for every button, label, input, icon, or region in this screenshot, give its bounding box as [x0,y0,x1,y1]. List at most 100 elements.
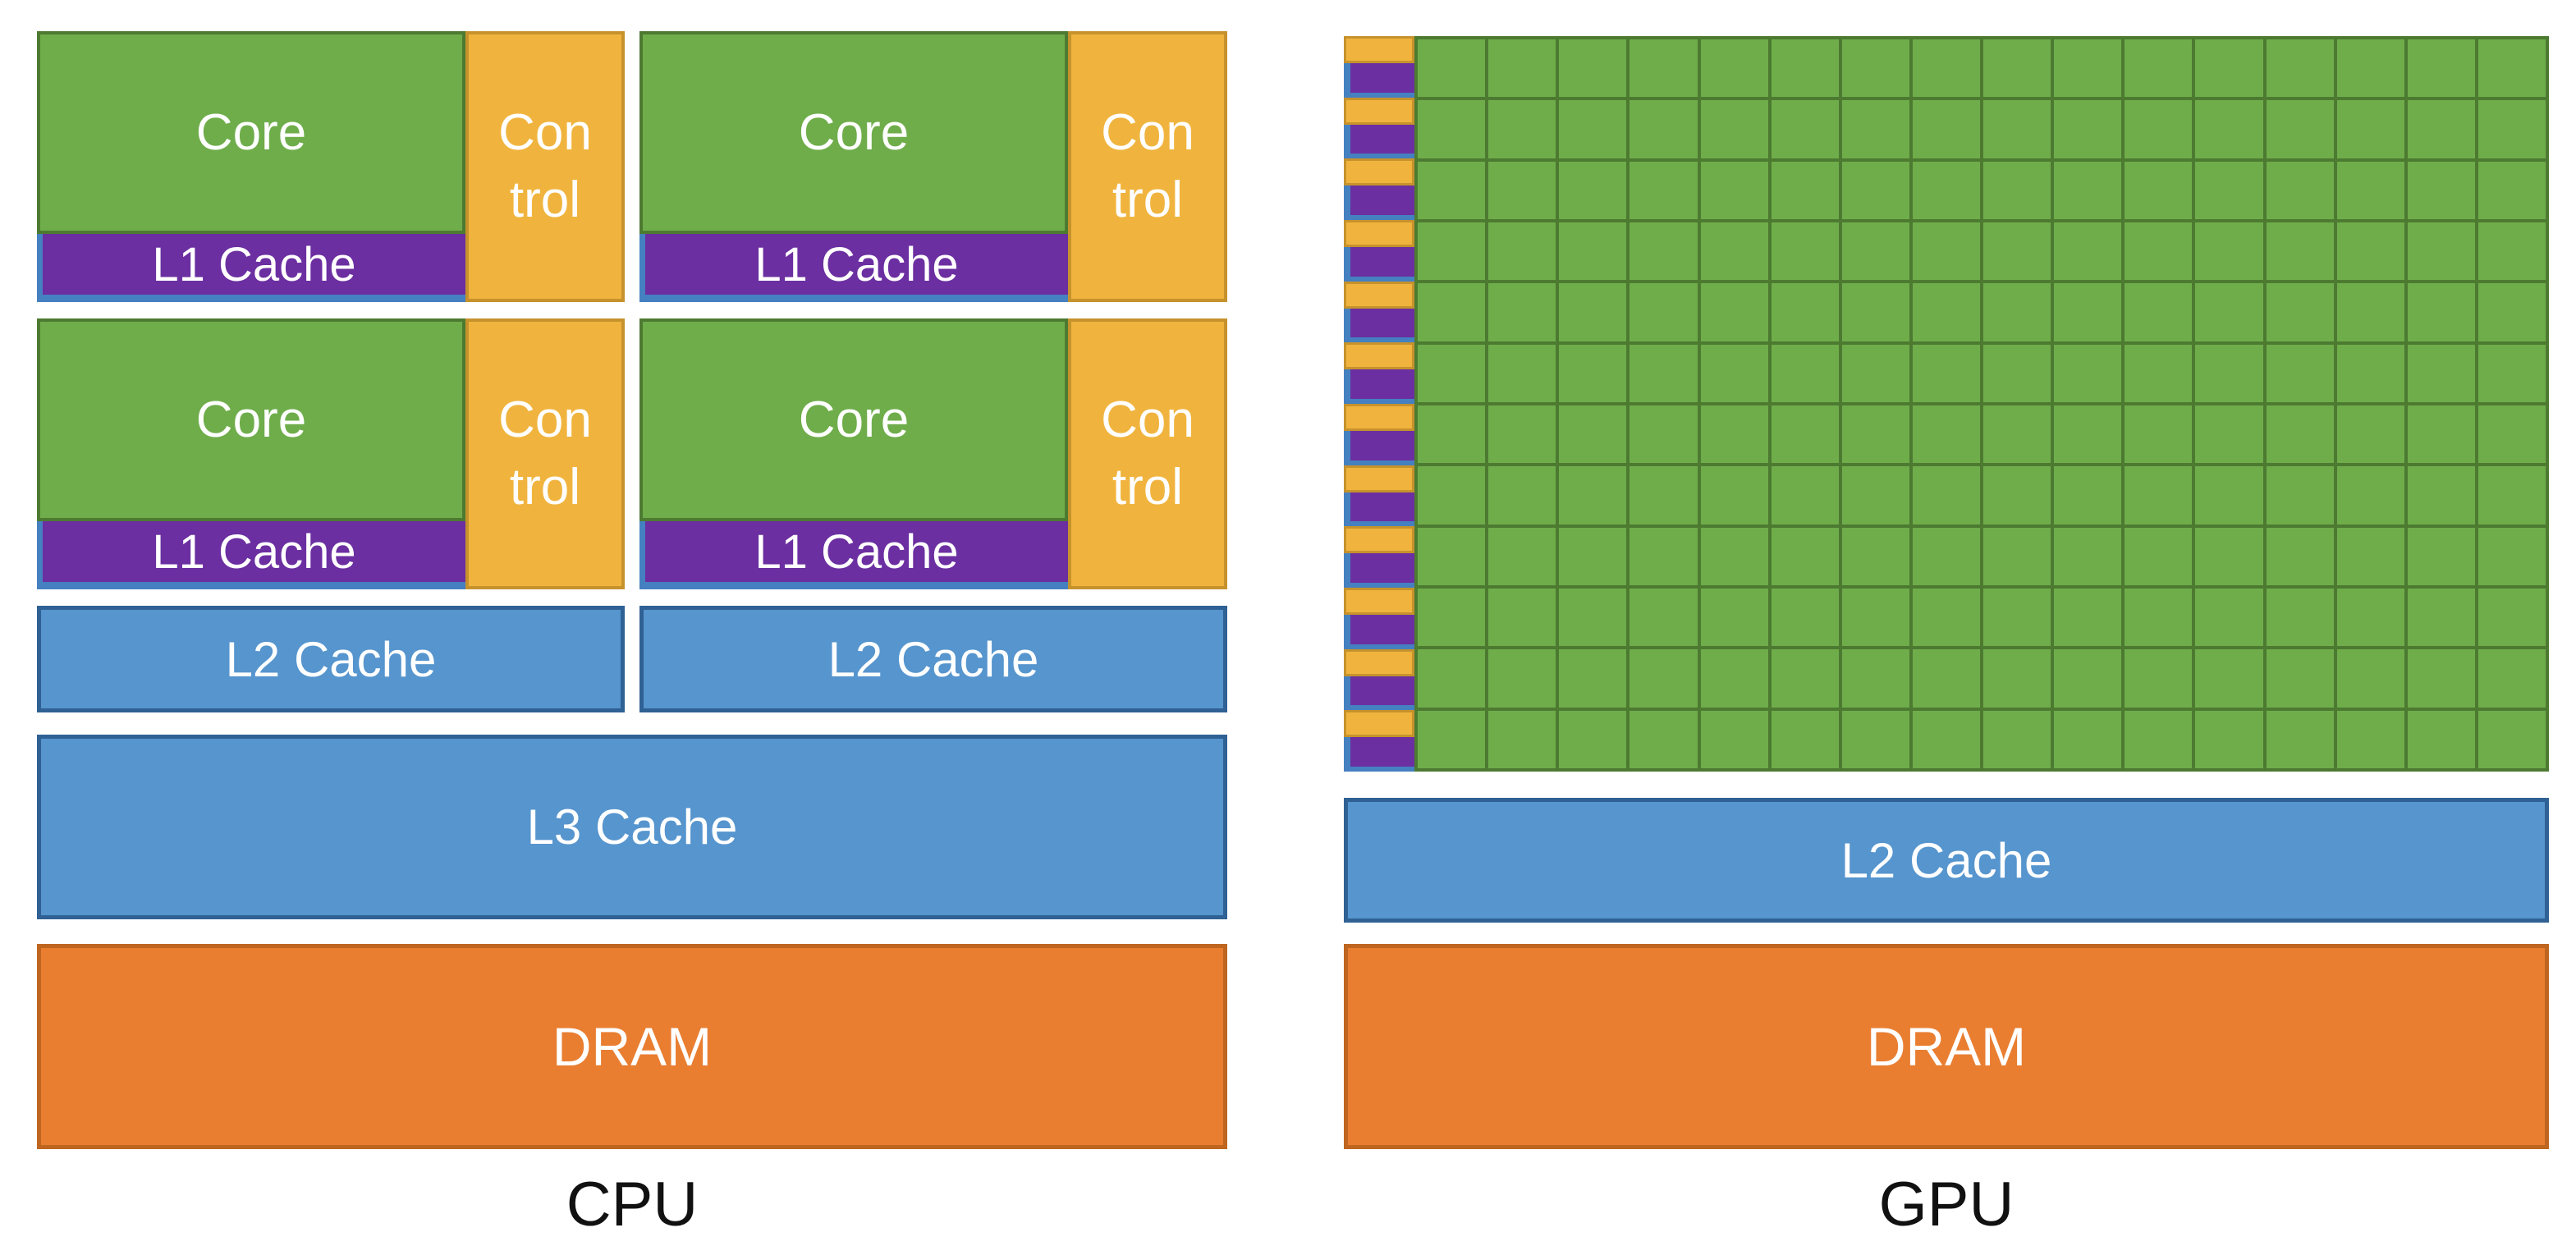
control-label-line1: Con [1101,392,1194,449]
gpu-cache-backing [1344,124,1414,159]
gpu-alu-cell [2407,649,2475,708]
cpu-l2-cache-label: L2 Cache [827,631,1039,687]
gpu-alu-cell [1700,649,1768,708]
gpu-alu-cell [2477,710,2546,768]
gpu-alu-cell [2266,405,2334,464]
gpu-alu-cell [2336,710,2404,768]
gpu-alu-cell [1983,649,2051,708]
gpu-alu-cell [2336,649,2404,708]
gpu-alu-cell [1983,589,2051,647]
gpu-alu-cell [1559,466,1627,525]
cpu-core-block: Core [37,318,465,521]
gpu-alu-cell [2336,589,2404,647]
gpu-alu-cell [2266,710,2334,768]
gpu-l2-cache-label: L2 Cache [1840,832,2052,888]
gpu-alu-cell [1559,222,1627,281]
gpu-cache-backing [1344,246,1414,282]
gpu-alu-cell [1700,589,1768,647]
gpu-alu-cell [2407,344,2475,402]
gpu-alu-cell [1488,222,1556,281]
gpu-alu-cell [2266,100,2334,158]
gpu-alu-cell [1418,649,1486,708]
gpu-alu-cell [1983,344,2051,402]
gpu-alu-cell [2266,589,2334,647]
control-label-line1: Con [498,392,592,449]
gpu-alu-cell [2266,222,2334,281]
gpu-l1-cache-bar [1350,186,1414,216]
gpu-alu-cell [2054,100,2122,158]
gpu-alu-cell [1700,710,1768,768]
gpu-control-bar [1344,465,1414,492]
cpu-l2-cache-block: L2 Cache [37,606,625,712]
gpu-alu-cell [2195,466,2263,525]
gpu-alu-cell [2054,222,2122,281]
gpu-alu-cell [2407,161,2475,219]
control-label-line2: trol [1112,459,1184,515]
l1-cache-label: L1 Cache [152,237,356,291]
gpu-alu-cell [1488,589,1556,647]
gpu-alu-cell [1700,405,1768,464]
gpu-alu-cell [2266,527,2334,585]
gpu-alu-cell [1841,283,1909,341]
gpu-alu-cell [1488,466,1556,525]
gpu-alu-cell [1983,283,2051,341]
gpu-alu-cell [1629,649,1698,708]
gpu-alu-cell [1771,710,1839,768]
core-label: Core [195,104,307,161]
gpu-alu-cell [1771,344,1839,402]
gpu-alu-cell [1841,466,1909,525]
gpu-l1-cache-bar [1350,430,1414,460]
gpu-alu-cell [1629,589,1698,647]
gpu-alu-cell [1841,344,1909,402]
gpu-cache-backing [1344,492,1414,527]
gpu-alu-cell [1983,405,2051,464]
gpu-alu-cell [2266,39,2334,98]
gpu-alu-cell [2336,222,2404,281]
gpu-alu-cell [1841,100,1909,158]
cpu-dram-block: DRAM [37,944,1227,1149]
cpu-panel-label: CPU [566,1170,699,1239]
gpu-l1-cache-bar [1350,553,1414,584]
gpu-control-bar [1344,281,1414,309]
l1-cache-backing: L1 Cache [639,521,1068,589]
l1-cache-bar: L1 Cache [43,521,465,582]
gpu-alu-cell [2336,344,2404,402]
gpu-alu-cell [2477,649,2546,708]
control-label-line1: Con [498,104,592,162]
gpu-control-bar [1344,710,1414,738]
gpu-control-bar [1344,648,1414,676]
cpu-l3-cache-block: L3 Cache [37,735,1227,919]
gpu-alu-cell [2407,39,2475,98]
gpu-alu-grid [1414,36,2549,772]
gpu-alu-cell [1841,649,1909,708]
core-label: Core [798,392,910,448]
cpu-l2-cache-block: L2 Cache [639,606,1227,712]
gpu-row-unit [1344,526,1414,589]
gpu-alu-cell [1418,589,1486,647]
gpu-alu-cell [2195,405,2263,464]
gpu-alu-cell [1488,710,1556,768]
gpu-alu-cell [2054,344,2122,402]
gpu-control-bar [1344,36,1414,63]
gpu-alu-cell [1488,100,1556,158]
gpu-l1-cache-bar [1350,62,1414,93]
gpu-alu-cell [1629,527,1698,585]
gpu-l1-cache-bar [1350,492,1414,522]
gpu-control-bar [1344,342,1414,370]
cpu-dram-label: DRAM [552,1016,713,1077]
gpu-alu-cell [1771,161,1839,219]
gpu-alu-cell [1983,466,2051,525]
gpu-alu-cell [2336,39,2404,98]
gpu-alu-cell [1418,222,1486,281]
gpu-l1-cache-bar [1350,614,1414,644]
gpu-alu-cell [2266,466,2334,525]
gpu-row-unit [1344,158,1414,221]
gpu-alu-cell [1559,527,1627,585]
gpu-alu-cell [1912,161,1980,219]
gpu-alu-cell [2407,405,2475,464]
gpu-alu-cell [1418,283,1486,341]
gpu-alu-cell [1418,100,1486,158]
cpu-l3-cache-label: L3 Cache [526,799,738,854]
